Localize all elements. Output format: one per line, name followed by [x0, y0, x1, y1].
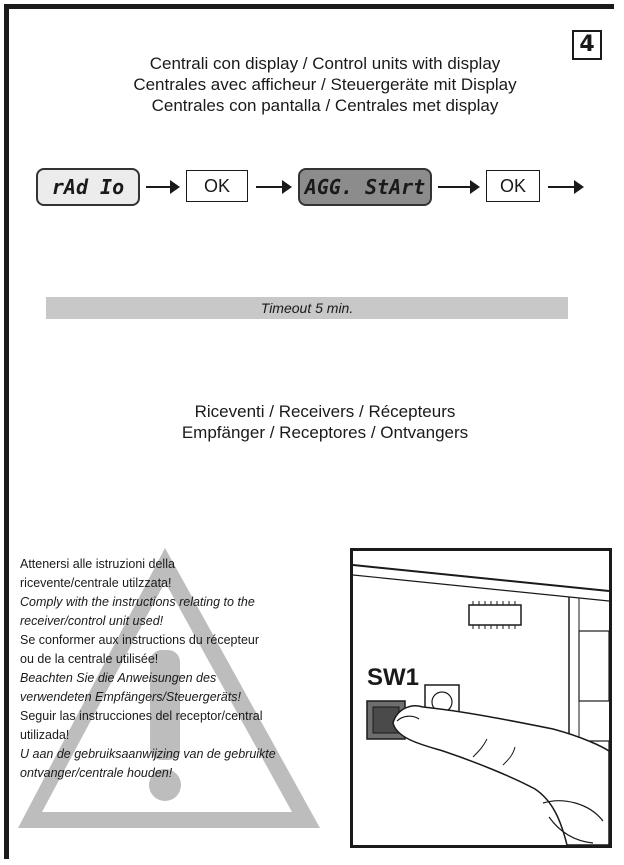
note-line: Comply with the instructions relating to…: [20, 595, 255, 609]
receiver-board-illustration: SW1: [350, 548, 612, 848]
procedure-flow: rAd Io OK AGG. StArt OK: [36, 168, 616, 208]
receivers-line-1: Riceventi / Receivers / Récepteurs: [194, 402, 456, 421]
arrow-right-icon: [548, 180, 584, 194]
timeout-bar: Timeout 5 min.: [46, 297, 568, 319]
note-line: utilizada!: [20, 728, 70, 742]
note-line: ontvanger/centrale houden!: [20, 766, 173, 780]
ok-key: OK: [186, 170, 248, 202]
header-line-2: Centrales avec afficheur / Steuergeräte …: [133, 75, 517, 94]
arrow-right-icon: [256, 180, 292, 194]
section-header: Centrali con display / Control units wit…: [40, 53, 610, 116]
display-radio: rAd Io: [36, 168, 140, 206]
header-line-3: Centrales con pantalla / Centrales met d…: [151, 96, 499, 115]
receivers-line-2: Empfänger / Receptores / Ontvangers: [181, 423, 469, 442]
receivers-header: Riceventi / Receivers / Récepteurs Empfä…: [40, 401, 610, 443]
note-line: ou de la centrale utilisée!: [20, 652, 159, 666]
page-number: 4: [572, 30, 602, 60]
note-line: Attenersi alle istruzioni della: [20, 557, 175, 571]
note-line: Se conformer aux instructions du récepte…: [20, 633, 260, 647]
warning-triangle-icon: [18, 548, 320, 828]
note-line: ricevente/centrale utilzzata!: [20, 576, 172, 590]
arrow-right-icon: [438, 180, 480, 194]
instructions-note: Attenersi alle istruzioni della ricevent…: [20, 555, 350, 783]
note-line: U aan de gebruiksaanwijzing van de gebru…: [20, 747, 276, 761]
note-line: Beachten Sie die Anweisungen des: [20, 671, 217, 685]
page-frame: [4, 4, 614, 859]
ok-key: OK: [486, 170, 540, 202]
header-line-1: Centrali con display / Control units wit…: [149, 54, 501, 73]
note-line: receiver/control unit used!: [20, 614, 164, 628]
note-line: verwendeten Empfängers/Steuergeräts!: [20, 690, 241, 704]
sw1-label: SW1: [367, 664, 419, 691]
display-agg-start: AGG. StArt: [298, 168, 432, 206]
arrow-right-icon: [146, 180, 180, 194]
note-line: Seguir las instrucciones del receptor/ce…: [20, 709, 263, 723]
